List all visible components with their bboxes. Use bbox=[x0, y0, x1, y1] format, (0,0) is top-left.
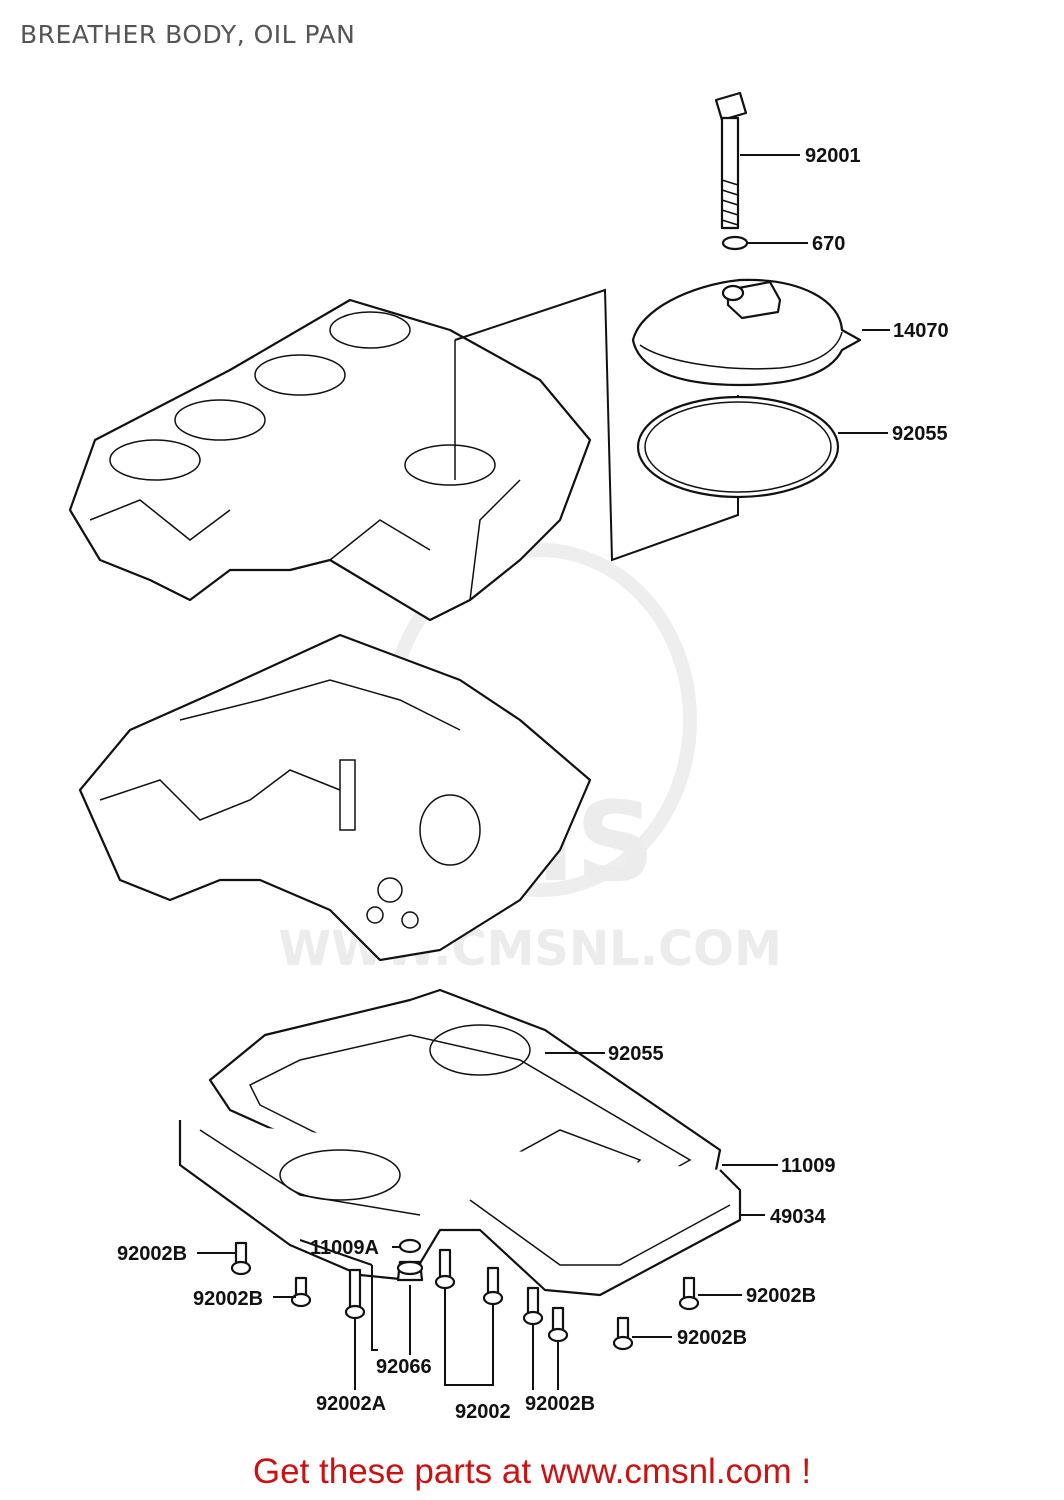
upper-crankcase bbox=[68, 298, 592, 622]
washer-11009A bbox=[398, 1238, 422, 1254]
bolt-92002B-bottom-a bbox=[522, 1286, 544, 1326]
washer-670 bbox=[721, 235, 749, 251]
bolt-92002B-lt bbox=[230, 1241, 252, 1276]
label-49034[interactable]: 49034 bbox=[770, 1206, 826, 1228]
label-92002A[interactable]: 92002A bbox=[316, 1393, 386, 1415]
bolt-92002B-lb bbox=[290, 1276, 312, 1308]
label-92055-mid[interactable]: 92055 bbox=[608, 1043, 664, 1065]
label-670[interactable]: 670 bbox=[812, 233, 845, 255]
part-labels: 92001 670 14070 92055 92055 11009 49034 … bbox=[117, 145, 949, 1423]
label-92002[interactable]: 92002 bbox=[455, 1401, 511, 1423]
label-92002B-left-bottom[interactable]: 92002B bbox=[193, 1288, 263, 1310]
label-92002B-left-top[interactable]: 92002B bbox=[117, 1243, 187, 1265]
footer-link[interactable]: Get these parts at www.cmsnl.com ! bbox=[252, 1452, 812, 1491]
bolt-92002B-rb bbox=[612, 1316, 634, 1351]
drain-plug-92066 bbox=[396, 1260, 424, 1282]
label-92055-top[interactable]: 92055 bbox=[892, 423, 948, 445]
leader-lines bbox=[197, 154, 890, 1390]
breather-cover-14070 bbox=[631, 278, 862, 387]
label-92001[interactable]: 92001 bbox=[805, 145, 861, 167]
bolt-92002A bbox=[344, 1268, 366, 1320]
lower-crankcase bbox=[78, 633, 592, 962]
label-11009[interactable]: 11009 bbox=[781, 1155, 836, 1177]
label-11009A[interactable]: 11009A bbox=[310, 1237, 379, 1259]
label-92002B-right-top[interactable]: 92002B bbox=[746, 1285, 816, 1307]
bolt-92002B-rt bbox=[678, 1276, 700, 1311]
oil-pan-49034 bbox=[178, 1120, 742, 1297]
bolt-92002B-bottom-b bbox=[547, 1306, 569, 1343]
label-92002B-right-bottom[interactable]: 92002B bbox=[677, 1327, 747, 1349]
bolt-92002-b bbox=[482, 1266, 504, 1306]
label-14070[interactable]: 14070 bbox=[893, 320, 949, 342]
bolt-92002-a bbox=[434, 1248, 456, 1290]
label-92066[interactable]: 92066 bbox=[376, 1356, 432, 1378]
o-ring-92055-top bbox=[636, 395, 840, 499]
bolt-92001 bbox=[714, 91, 748, 230]
label-92002B-bottom[interactable]: 92002B bbox=[525, 1393, 595, 1415]
diagram-title: BREATHER BODY, OIL PAN bbox=[20, 20, 356, 49]
